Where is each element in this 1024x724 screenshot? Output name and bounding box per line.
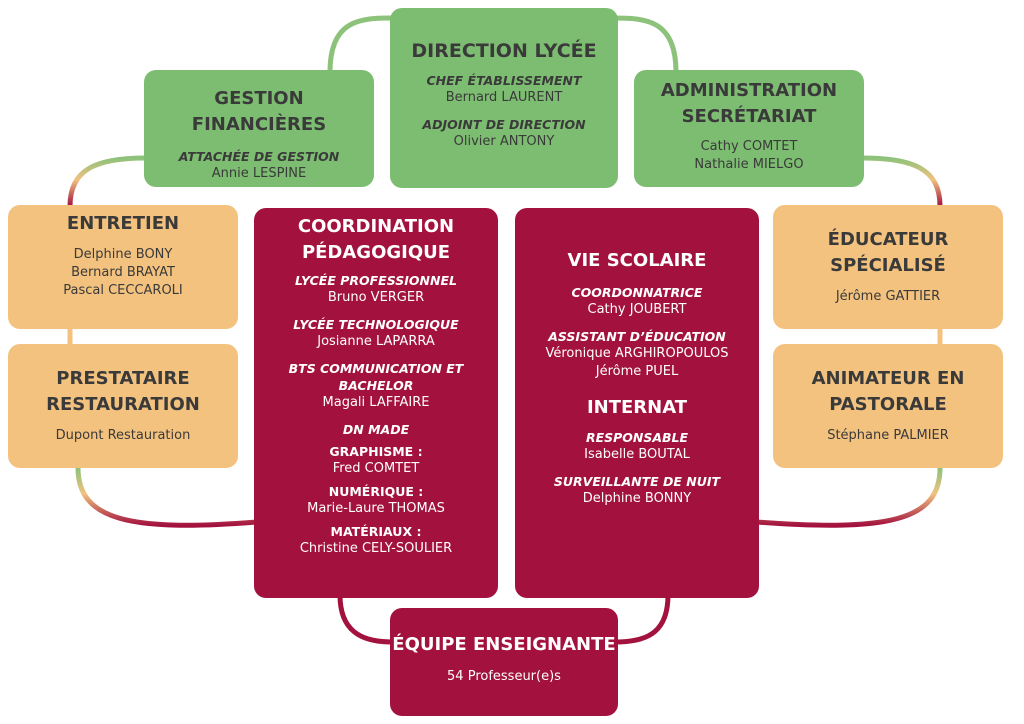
dn-made-heading: DN MADE xyxy=(342,422,410,437)
coord-name: Cathy JOUBERT xyxy=(587,302,687,317)
entretien-box: ENTRETIEN Delphine BONY Bernard BRAYAT P… xyxy=(8,205,238,329)
lycee-tech-role: LYCÉE TECHNOLOGIQUE xyxy=(293,317,459,332)
gestion-title: GESTION FINANCIÈRES xyxy=(191,88,327,135)
animateur-name: Stéphane PALMIER xyxy=(827,428,949,443)
administration-name: Nathalie MIELGO xyxy=(694,157,804,172)
direction-box: DIRECTION LYCÉE CHEF ÉTABLISSEMENT Berna… xyxy=(390,8,618,188)
connector-coordination-equipe xyxy=(337,592,395,645)
bts-role-line1: BTS COMMUNICATION ET xyxy=(288,361,464,376)
nuit-name: Delphine BONNY xyxy=(582,491,692,506)
administration-title-line1: ADMINISTRATION xyxy=(660,80,838,101)
nuit-role: SURVEILLANTE DE NUIT xyxy=(553,474,721,489)
entretien-name: Delphine BONY xyxy=(73,247,173,262)
administration-title-line2: SECRÉTARIAT xyxy=(681,106,817,127)
connector-admin-educateur xyxy=(859,155,943,209)
assistant-name: Jérôme PUEL xyxy=(595,364,679,379)
vie-scolaire-box: VIE SCOLAIRE COORDONNATRICE Cathy JOUBER… xyxy=(515,208,759,598)
prestataire-title-line2: RESTAURATION xyxy=(46,394,200,415)
connector-gestion-entretien xyxy=(67,155,149,209)
graphisme-name: Fred COMTET xyxy=(332,461,420,476)
materiaux-label: MATÉRIAUX : xyxy=(330,524,422,539)
educateur-name: Jérôme GATTIER xyxy=(835,289,941,304)
prestataire-box: PRESTATAIRE RESTAURATION Dupont Restaura… xyxy=(8,344,238,468)
coord-role: COORDONNATRICE xyxy=(571,285,703,300)
bts-role-line2: BACHELOR xyxy=(338,378,414,393)
direction-role-adjoint: ADJOINT DE DIRECTION xyxy=(422,117,586,132)
numerique-label: NUMÉRIQUE : xyxy=(328,484,424,499)
resp-role: RESPONSABLE xyxy=(585,430,689,445)
direction-title: DIRECTION LYCÉE xyxy=(411,40,597,62)
educateur-title-line1: ÉDUCATEUR xyxy=(827,229,949,250)
animateur-title-line2: PASTORALE xyxy=(829,394,947,415)
resp-name: Isabelle BOUTAL xyxy=(584,447,690,462)
lycee-pro-name: Bruno VERGER xyxy=(327,290,425,305)
gestion-role: ATTACHÉE DE GESTION xyxy=(178,149,340,164)
connector-top-left xyxy=(327,15,395,75)
vie-scolaire-title: VIE SCOLAIRE xyxy=(567,250,707,271)
lycee-tech-name: Josianne LAPARRA xyxy=(317,334,435,349)
materiaux-name: Christine CELY-SOULIER xyxy=(299,541,453,556)
prestataire-name: Dupont Restauration xyxy=(55,428,191,443)
prestataire-title-line1: PRESTATAIRE xyxy=(56,368,190,389)
connector-animateur-viescolaire xyxy=(754,465,943,528)
bts-name: Magali LAFFAIRE xyxy=(322,395,430,410)
equipe-title: ÉQUIPE ENSEIGNANTE xyxy=(392,634,616,655)
numerique-name: Marie-Laure THOMAS xyxy=(307,501,445,516)
animateur-box: ANIMATEUR EN PASTORALE Stéphane PALMIER xyxy=(773,344,1003,468)
assistant-name: Véronique ARGHIROPOULOS xyxy=(545,346,729,361)
connector-viescolaire-equipe xyxy=(613,592,671,645)
coordination-title-line2: PÉDAGOGIQUE xyxy=(301,242,451,263)
equipe-count: 54 Professeur(e)s xyxy=(447,669,561,684)
administration-box: ADMINISTRATION SECRÉTARIAT Cathy COMTET … xyxy=(634,70,864,187)
graphisme-label: GRAPHISME : xyxy=(329,444,423,459)
entretien-title: ENTRETIEN xyxy=(66,213,180,234)
connector-prestataire-coordination xyxy=(75,465,259,528)
entretien-name: Bernard BRAYAT xyxy=(71,265,175,280)
administration-name: Cathy COMTET xyxy=(700,139,798,154)
internat-title: INTERNAT xyxy=(586,397,688,418)
direction-name-chef: Bernard LAURENT xyxy=(445,90,563,105)
assistant-role: ASSISTANT D’ÉDUCATION xyxy=(548,329,726,344)
gestion-box: GESTION FINANCIÈRES ATTACHÉE DE GESTION … xyxy=(144,70,374,187)
animateur-title-line1: ANIMATEUR EN xyxy=(811,368,965,389)
entretien-name: Pascal CECCAROLI xyxy=(63,283,183,298)
lycee-pro-role: LYCÉE PROFESSIONNEL xyxy=(295,273,457,288)
direction-name-adjoint: Olivier ANTONY xyxy=(453,134,555,149)
connector-top-right xyxy=(611,15,679,75)
coordination-box: COORDINATION PÉDAGOGIQUE LYCÉE PROFESSIO… xyxy=(254,208,498,598)
direction-role-chef: CHEF ÉTABLISSEMENT xyxy=(426,73,582,88)
gestion-name: Annie LESPINE xyxy=(211,166,307,181)
equipe-box: ÉQUIPE ENSEIGNANTE 54 Professeur(e)s xyxy=(390,608,618,716)
educateur-box: ÉDUCATEUR SPÉCIALISÉ Jérôme GATTIER xyxy=(773,205,1003,329)
coordination-title-line1: COORDINATION xyxy=(297,216,455,237)
educateur-title-line2: SPÉCIALISÉ xyxy=(830,255,946,276)
